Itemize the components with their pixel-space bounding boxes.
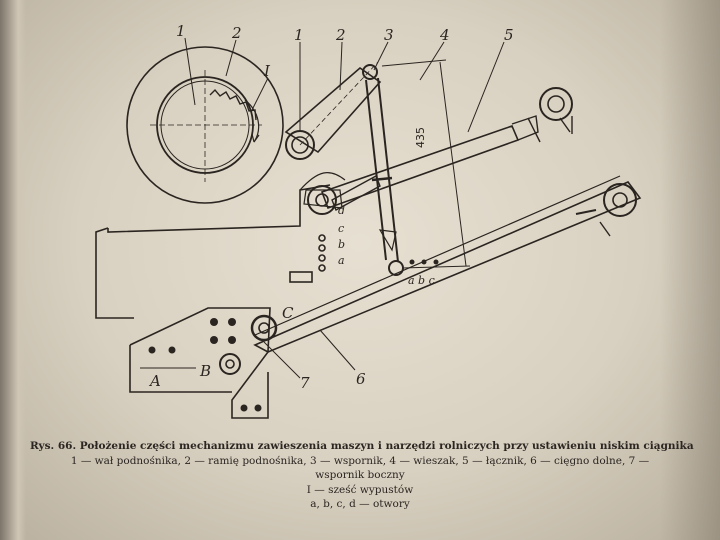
page-fold-shadow: [0, 0, 26, 540]
hanger-bracket: [303, 77, 404, 276]
hole-row-label: a b c: [408, 274, 435, 287]
label-part-1: 1: [294, 26, 304, 44]
page-edge-shadow: [660, 0, 720, 540]
label-C: C: [282, 304, 294, 322]
tractor-body-outline: [95, 184, 331, 319]
label-part-6: 6: [356, 370, 366, 388]
dimension-label-435: 435: [414, 127, 427, 148]
hole-label-d: d: [338, 204, 345, 217]
label-A: A: [148, 372, 161, 390]
caption-legend-line-4: a, b, c, d — otwory: [310, 498, 410, 510]
side-bracket: [129, 307, 278, 419]
caption-title: Rys. 66. Położenie części mechanizmu zaw…: [30, 440, 694, 452]
label-part-I-splines: I: [263, 62, 271, 80]
dimension-435: [381, 59, 471, 269]
label-part-7: 7: [300, 374, 310, 392]
hole-label-c: c: [338, 222, 344, 235]
caption-legend-line-3: I — sześć wypustów: [306, 483, 414, 496]
lifting-arm: [284, 61, 382, 160]
caption-legend-line-1: 1 — wał podnośnika, 2 — ramię podnośnika…: [70, 454, 650, 467]
label-part-1-shaft: 1: [176, 22, 186, 40]
top-link: [320, 87, 573, 210]
leader-lines: [184, 37, 505, 379]
hole-label-a: a: [338, 254, 345, 267]
label-part-5: 5: [504, 26, 514, 44]
lower-link: [253, 175, 642, 353]
label-part-3: 3: [384, 26, 394, 44]
label-part-4: 4: [439, 26, 450, 44]
label-part-2-shaft: 2: [231, 24, 242, 42]
caption-legend-line-2: wspornik boczny: [315, 469, 405, 481]
base-plate-holes: [148, 259, 439, 412]
label-B: B: [199, 362, 211, 380]
figure-caption: Rys. 66. Położenie części mechanizmu zaw…: [30, 439, 694, 512]
label-part-2: 2: [335, 26, 346, 44]
hole-label-b: b: [338, 238, 345, 251]
holes-column: [289, 234, 326, 283]
lifting-shaft: [126, 46, 284, 204]
mechanism-drawing: 1 2 I 1 2 3 4 5 6 7 d c b a a b c C A B …: [95, 22, 642, 419]
